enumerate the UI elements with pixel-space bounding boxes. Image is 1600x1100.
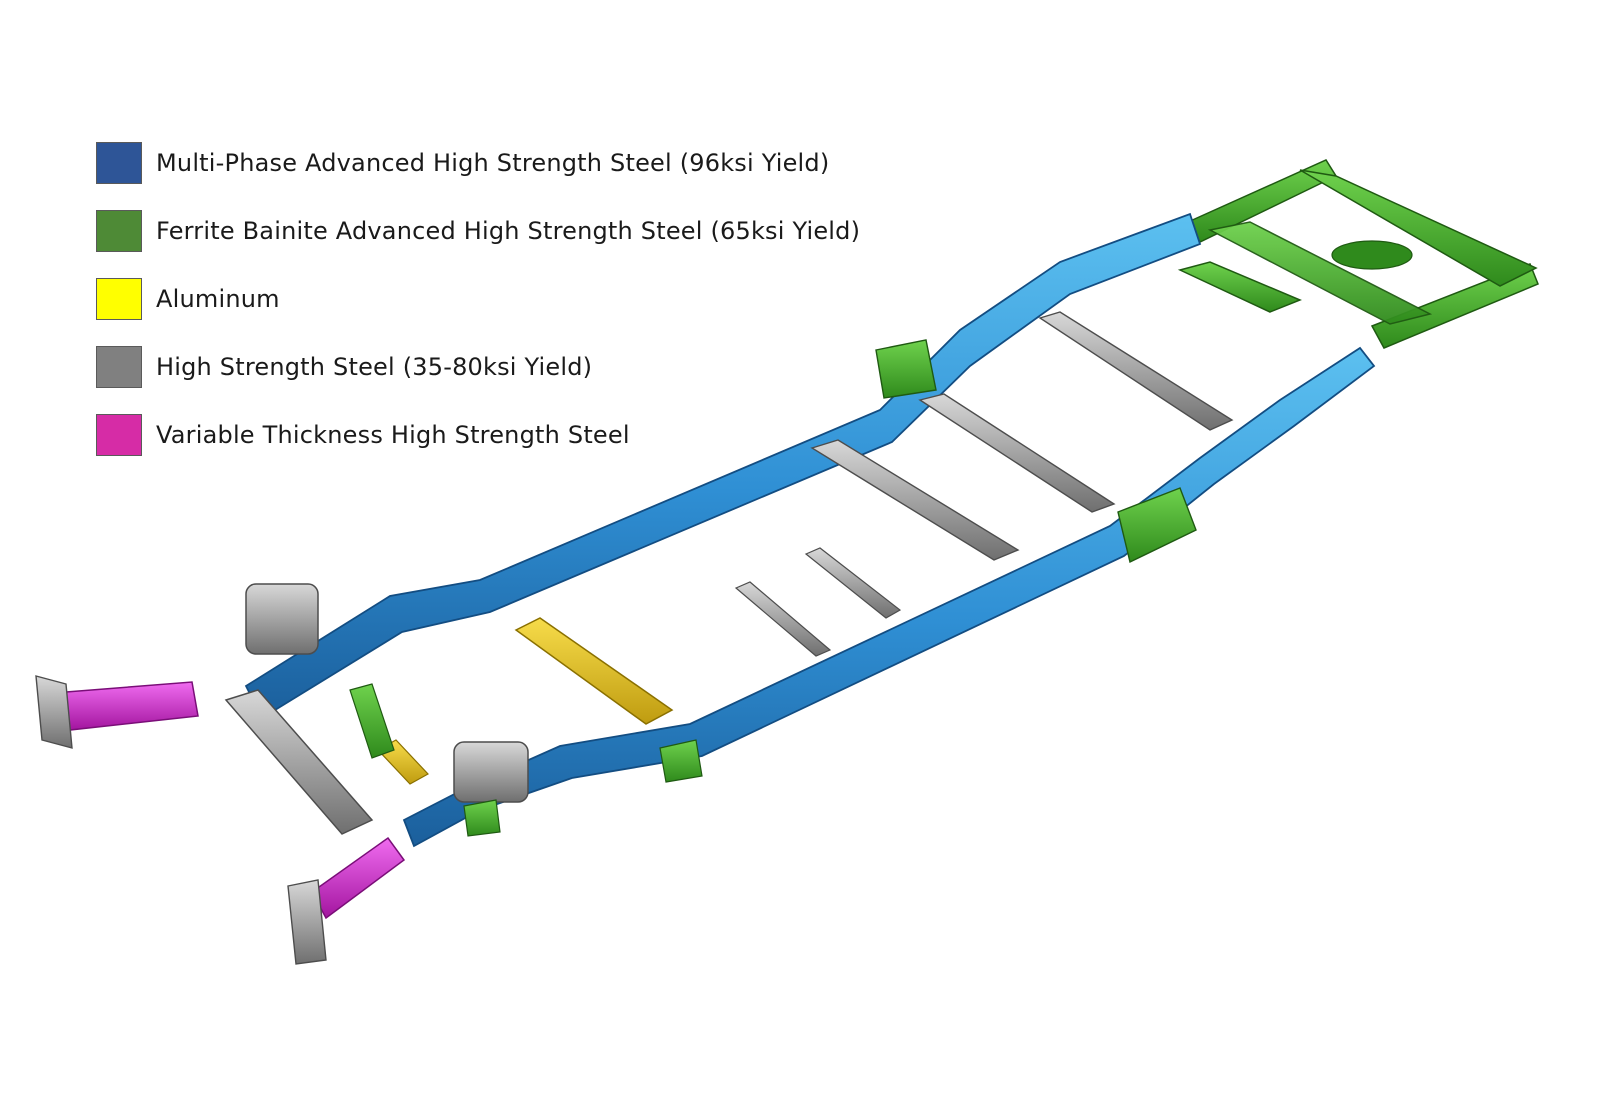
front-green-bracket [349,683,395,759]
right-shock-tower [453,741,529,803]
legend-swatch-variable-thickness [96,414,142,456]
legend-swatch-aluminum [96,278,142,320]
aluminum-crossmember [514,617,674,725]
legend-label-variable-thickness: Variable Thickness High Strength Steel [156,421,630,449]
rear-frame-section [1177,159,1539,349]
legend-swatch-multi-phase [96,142,142,184]
front-green-mount [463,799,501,837]
crossmember-rear-2 [918,393,1116,513]
lower-green-body-mount [659,739,703,783]
front-horns [35,675,406,965]
legend-swatch-high-strength [96,346,142,388]
legend-label-ferrite-bainite: Ferrite Bainite Advanced High Strength S… [156,217,861,245]
crossmember-rear-1 [1038,311,1234,431]
upper-green-body-mount [875,339,937,399]
crossmember-mid [810,439,1020,561]
legend-item-high-strength: High Strength Steel (35-80ksi Yield) [96,344,592,390]
legend-label-high-strength: High Strength Steel (35-80ksi Yield) [156,353,593,381]
mid-green-body-mount [1117,487,1197,564]
crossmember-bracket-a [804,547,902,619]
main-side-rails [244,212,1376,848]
rear-crossmember-cutout [1331,240,1413,270]
front-frame-section [224,583,529,837]
rear-bed-crossmember-2 [1177,261,1302,313]
right-front-horn [311,836,406,920]
right-bumper-plate [287,879,327,965]
left-main-rail [244,212,1202,720]
gray-crossmembers [734,311,1234,657]
left-shock-tower [245,583,319,655]
left-bumper-plate [35,675,73,749]
crossmember-bracket-b [734,581,832,657]
rear-bed-crossmember-1 [1207,221,1433,325]
front-suspension-crossmember [224,689,374,835]
left-front-horn [65,681,199,731]
legend-label-multi-phase: Multi-Phase Advanced High Strength Steel… [156,149,830,177]
legend-item-variable-thickness: Variable Thickness High Strength Steel [96,412,630,458]
legend-item-multi-phase: Multi-Phase Advanced High Strength Steel… [96,140,829,186]
rear-rail-green-lower [1370,263,1539,349]
legend-swatch-ferrite-bainite [96,210,142,252]
legend-item-aluminum: Aluminum [96,276,280,322]
legend-item-ferrite-bainite: Ferrite Bainite Advanced High Strength S… [96,208,860,254]
rear-crossmember-green [1299,169,1538,287]
legend-label-aluminum: Aluminum [156,285,280,313]
